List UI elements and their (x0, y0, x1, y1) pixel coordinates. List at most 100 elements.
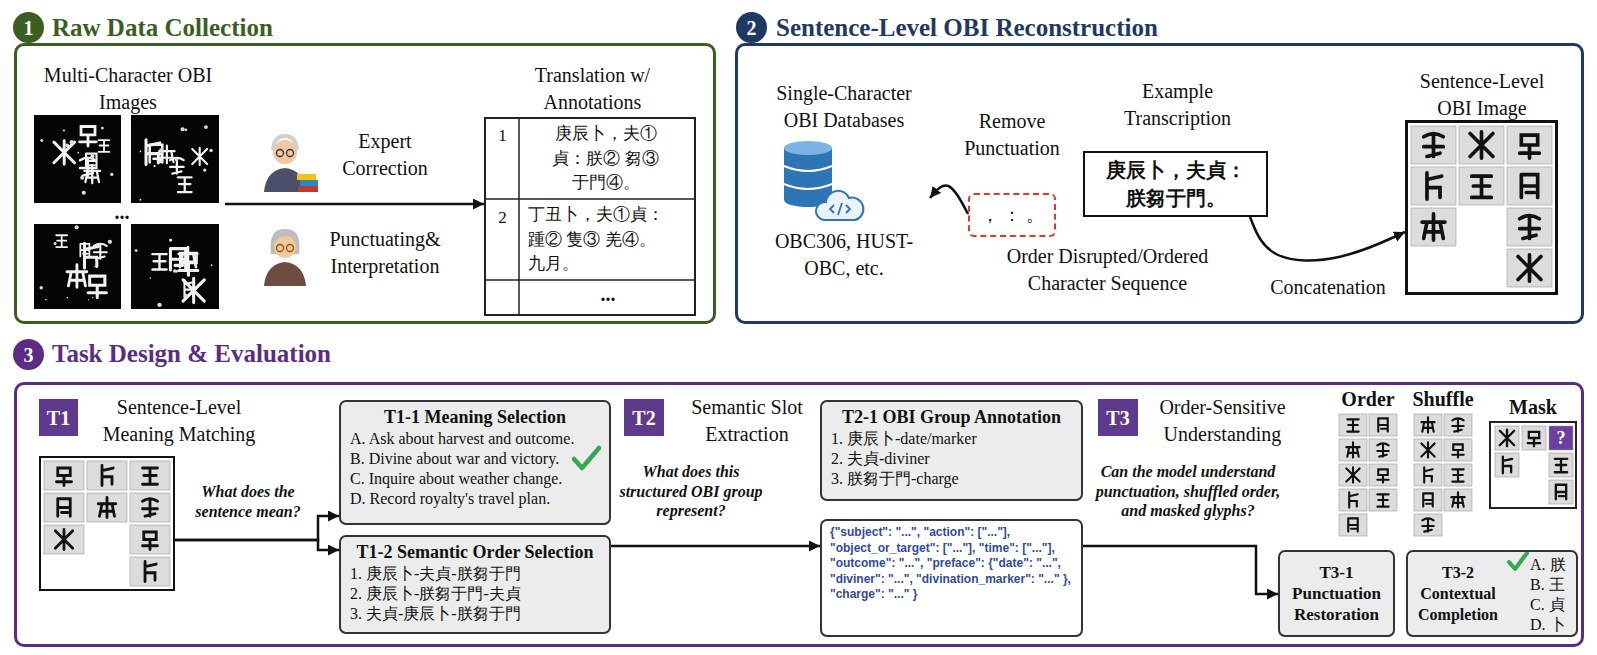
edge-label: What does this structured OBI group repr… (616, 462, 766, 521)
glyph-stroke (99, 140, 110, 152)
glyph-stroke (1348, 518, 1357, 531)
table-rule (485, 279, 695, 281)
tile-ground (87, 493, 127, 522)
glyph-stroke (1520, 135, 1540, 158)
rubbing-speck (159, 148, 163, 152)
glyph-tile (1549, 480, 1573, 504)
tile-ground (44, 525, 84, 554)
glyph-tile (1522, 426, 1546, 450)
glyph-tile (130, 525, 170, 554)
glyph-stroke (55, 530, 72, 550)
glyph-tile (1369, 464, 1397, 486)
table-cell: 丁丑卜，夫①貞：踵② 隻③ 羌④。九月。 (528, 203, 670, 277)
glyph-tile (1507, 208, 1552, 246)
task-name: Order-Sensitive Understanding (1140, 394, 1305, 448)
oracle-bone-rubbing (34, 115, 121, 203)
glyph-stroke (1346, 442, 1359, 457)
glyph-stroke (146, 140, 160, 165)
oracle-bone-rubbing (34, 224, 121, 309)
task-box-fill (339, 400, 1578, 637)
glyph-stroke (152, 254, 166, 269)
book (298, 186, 318, 192)
glyph-tile (1369, 489, 1397, 511)
glyph-stroke (1518, 255, 1541, 281)
glyph-stroke (1555, 459, 1567, 472)
glyph-tile (1495, 426, 1519, 450)
database-icon (784, 141, 863, 220)
task-box-fill (1278, 550, 1395, 637)
task-box-fill (339, 535, 611, 634)
ellipsis: ... (107, 202, 137, 222)
transcription-box: Example Transcription庚辰卜，夫貞： 朕芻于門。 (1083, 151, 1268, 217)
tile-ground (1549, 426, 1573, 450)
glyph-tile (1444, 489, 1472, 511)
glyph-tile (1444, 414, 1472, 436)
rubbing-speck (75, 225, 79, 229)
node-text: 1 (24, 16, 34, 40)
expert-body (264, 262, 306, 286)
node-text: 庚辰卜，夫貞： 朕芻于門。 (1102, 156, 1249, 212)
tile-ground (1507, 126, 1552, 164)
table-rules (485, 118, 695, 315)
json-schema-box: {"subject": "...", "action": ["..."], "o… (820, 519, 1083, 637)
glyph-tile (1495, 453, 1519, 477)
node-text: 3. 夫貞-庚辰卜-朕芻于門 (350, 604, 600, 624)
tile-ground (1444, 489, 1472, 511)
node-text: 3. 朕芻于門-charge (831, 469, 1072, 489)
glyph-stroke (57, 468, 72, 485)
glyph-stroke (1452, 444, 1463, 457)
rubbing-speck (88, 299, 89, 300)
glyph-stroke (1500, 430, 1514, 447)
node-text: T1-1 Meaning Selection (350, 406, 600, 429)
node-heading: T3-2 Contextual Completion (1409, 562, 1507, 625)
table-rule (485, 198, 695, 200)
node-text: 1. 庚辰卜-date/marker (831, 429, 1072, 449)
glyph-stroke (1521, 175, 1537, 198)
expert-icon (264, 229, 306, 286)
book (297, 174, 316, 180)
glyph-tile (1507, 126, 1552, 164)
rubbing-speck (175, 158, 178, 161)
glyph-stroke (1424, 467, 1433, 482)
node-heading: Mask (1490, 396, 1576, 418)
check-mark (1509, 553, 1527, 569)
step-label: Order Disrupted/Ordered Character Sequen… (975, 243, 1240, 297)
glyph-tile (87, 461, 127, 490)
glyph-tile (1411, 126, 1456, 164)
glyph-tile (1411, 208, 1456, 246)
expert-glasses (277, 150, 284, 157)
variant-label: Order (1333, 388, 1403, 410)
rubbing-speck (139, 199, 141, 201)
glyph-tile (1507, 249, 1552, 287)
tile-ground (1414, 464, 1442, 486)
tile-ground (1495, 426, 1519, 450)
glyph-stroke (67, 265, 87, 288)
glyph-stroke (1451, 492, 1464, 507)
node-text: 2. 夫貞-diviner (831, 449, 1072, 469)
node-heading: C. 貞 (1530, 595, 1574, 615)
node-heading: Single-Character OBI Databases (758, 80, 930, 134)
tile-ground (1414, 514, 1442, 536)
node-text: 3 (24, 343, 34, 367)
glyph-tile (1339, 489, 1367, 511)
node-text: T2 (632, 406, 655, 430)
glyph-stroke (170, 249, 185, 270)
process-label: Expert Correction (322, 128, 448, 182)
node-text: C. Inquire about weather change. (350, 469, 600, 489)
rubbing-ground (34, 224, 121, 309)
glyph-stroke (1422, 518, 1433, 531)
glyph-stroke (1347, 419, 1358, 431)
glyph-tiles (34, 115, 1573, 586)
glyph-stroke (56, 235, 67, 247)
node-text: ， ： 。 (981, 204, 1044, 226)
rubbing-speck (153, 165, 155, 167)
glyph-tile (1414, 514, 1442, 536)
glyph-stroke (1470, 132, 1493, 158)
glyph-stroke (1503, 457, 1512, 474)
rubbing-speck (203, 168, 206, 171)
tile-ground (1339, 414, 1367, 436)
rubbing-speck (209, 149, 212, 152)
rubbing-speck (70, 140, 74, 144)
glyph-tile (1507, 167, 1552, 205)
glyph-stroke (80, 244, 89, 257)
